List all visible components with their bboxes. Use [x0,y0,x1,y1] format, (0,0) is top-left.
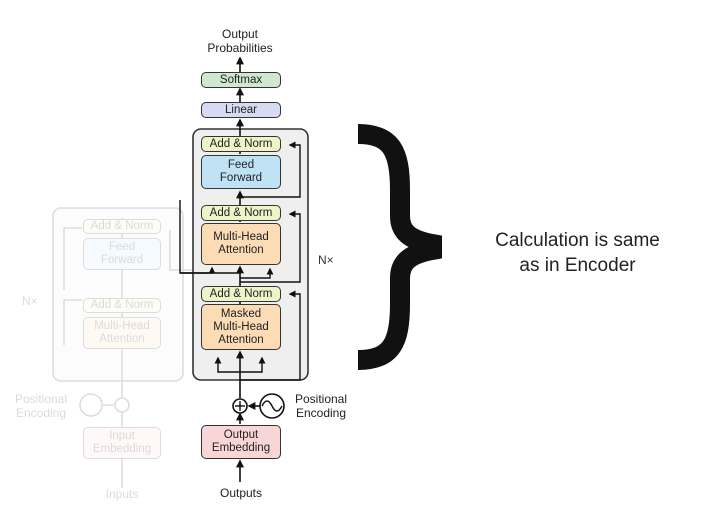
decoder-nx-label: N× [318,253,334,267]
output-probabilities-label: Output Probabilities [207,27,273,55]
feed-forward-block: Feed Forward [201,155,281,189]
encoder-multi-head-attention: Multi-Head Attention [83,317,161,349]
encoder-add-norm-top: Add & Norm [83,219,161,234]
encoder-input-embedding: Input Embedding [83,427,161,459]
encoder-add-norm-bottom: Add & Norm [83,298,161,313]
output-embedding-block: Output Embedding [201,425,281,459]
masked-multi-head-attention-block: Masked Multi-Head Attention [201,304,281,350]
outputs-label: Outputs [219,486,263,500]
encoder-nx-label: N× [22,294,38,308]
encoder-positional-encoding-label: Positional Encoding [14,392,68,420]
add-norm-block-middle: Add & Norm [201,205,281,221]
softmax-block: Softmax [201,72,281,88]
annotation-text: Calculation is same as in Encoder [495,230,660,276]
add-norm-block-top: Add & Norm [201,136,281,152]
add-norm-block-bottom: Add & Norm [201,286,281,302]
curly-brace-icon [357,124,442,370]
linear-block: Linear [201,102,281,118]
encoder-inputs-label: Inputs [105,487,139,501]
multi-head-attention-block: Multi-Head Attention [201,223,281,265]
decoder-positional-encoding-label: Positional Encoding [294,392,348,420]
encoder-feed-forward: Feed Forward [83,238,161,270]
